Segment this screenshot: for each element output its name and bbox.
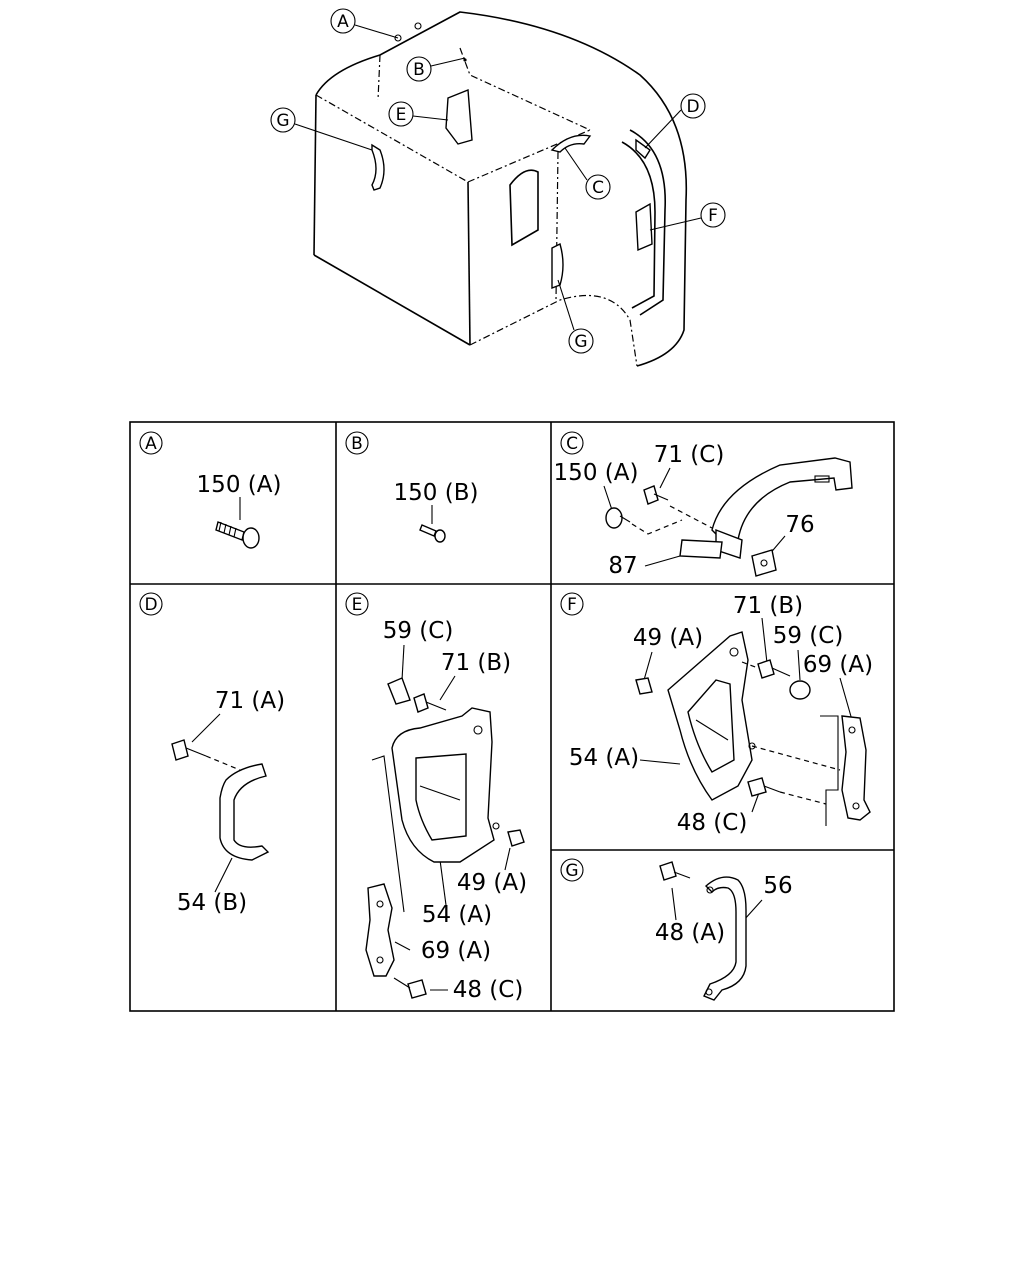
panel-g-letter: G — [565, 861, 578, 881]
panel-e-letter: E — [352, 595, 363, 615]
nut-49a-e — [507, 829, 525, 847]
bolt-71c — [643, 485, 669, 505]
bolt-71b-f — [757, 659, 791, 679]
label-76: 76 — [785, 512, 814, 538]
bolt-48c-f — [747, 777, 781, 797]
panel-d-letter: D — [144, 595, 157, 615]
label-150b: 150 (B) — [394, 480, 479, 506]
cab-callout-c: C — [564, 147, 611, 200]
panel-c: C 150 (A) 71 (C) 76 87 — [554, 431, 853, 579]
label-69a-e: 69 (A) — [421, 938, 491, 964]
label-150a-c: 150 (A) — [554, 460, 639, 486]
cab-callout-e: E — [388, 101, 449, 127]
bracket-69a-e — [365, 883, 395, 977]
svg-text:G: G — [276, 111, 289, 131]
panel-f: F 49 (A) 71 (B) 59 (C) 69 (A) 54 (A) 48 … — [560, 592, 873, 836]
svg-text:A: A — [337, 12, 349, 32]
label-49a-f: 49 (A) — [633, 625, 703, 651]
plate-76 — [751, 549, 777, 577]
panel-a-letter: A — [145, 434, 157, 454]
cab-callout-b: B — [406, 56, 466, 82]
label-71b-f: 71 (B) — [733, 593, 803, 619]
spacer-87 — [679, 539, 723, 559]
bracket-54a-e — [391, 707, 500, 863]
svg-text:B: B — [413, 60, 425, 80]
cap-59c-f — [789, 680, 811, 700]
handle-56 — [703, 876, 747, 1001]
label-54a-f: 54 (A) — [569, 745, 639, 771]
screw-150b — [419, 524, 446, 543]
svg-text:C: C — [592, 178, 604, 198]
label-48a: 48 (A) — [655, 920, 725, 946]
handle-c — [711, 457, 853, 559]
svg-text:G: G — [574, 332, 587, 352]
label-56: 56 — [763, 873, 792, 899]
label-71a: 71 (A) — [215, 688, 285, 714]
panel-d: D 71 (A) 54 (B) — [139, 592, 285, 916]
clip-59c-e — [387, 677, 411, 705]
label-59c-e: 59 (C) — [383, 618, 454, 644]
cab-callout-g-left: G — [270, 107, 373, 151]
label-87: 87 — [608, 553, 637, 579]
nut-49a-f — [635, 677, 653, 695]
panel-c-letter: C — [566, 434, 578, 454]
svg-text:F: F — [708, 206, 718, 226]
label-69a-f: 69 (A) — [803, 652, 873, 678]
screw-150a — [215, 521, 260, 549]
label-49a-e: 49 (A) — [457, 870, 527, 896]
label-71b-e: 71 (B) — [441, 650, 511, 676]
bracket-69a-f — [841, 715, 871, 821]
panel-a: A 150 (A) — [139, 431, 282, 549]
bracket-54a-f — [667, 631, 756, 801]
label-54b: 54 (B) — [177, 890, 247, 916]
bolt-48c-e — [393, 977, 427, 999]
bolt-48a — [659, 861, 691, 881]
label-54a-e: 54 (A) — [422, 902, 492, 928]
panel-b: B 150 (B) — [345, 431, 479, 543]
panel-f-letter: F — [567, 595, 577, 615]
screw-150a-c — [605, 507, 631, 529]
cab-callout-g-right: G — [557, 279, 594, 354]
bolt-71a — [171, 739, 207, 761]
handle-54b — [219, 763, 270, 861]
cab-callout-f: F — [649, 202, 726, 231]
cab-overview: A B E G D C F — [270, 8, 726, 367]
panel-b-letter: B — [351, 434, 363, 454]
label-59c-f: 59 (C) — [773, 623, 844, 649]
cab-callout-d: D — [644, 93, 706, 149]
panel-e: E 59 (C) 71 (B) 49 (A) 54 (A) 69 (A) 48 … — [345, 592, 527, 1003]
bolt-71b-e — [413, 693, 447, 713]
label-71c: 71 (C) — [654, 442, 725, 468]
label-150a: 150 (A) — [197, 472, 282, 498]
panel-grid — [129, 421, 895, 1012]
svg-text:D: D — [686, 97, 699, 117]
panel-g: G 48 (A) 56 — [560, 858, 793, 1001]
cab-callout-a: A — [330, 8, 399, 39]
svg-text:E: E — [396, 105, 407, 125]
label-48c-f: 48 (C) — [677, 810, 748, 836]
label-48c-e: 48 (C) — [453, 977, 524, 1003]
